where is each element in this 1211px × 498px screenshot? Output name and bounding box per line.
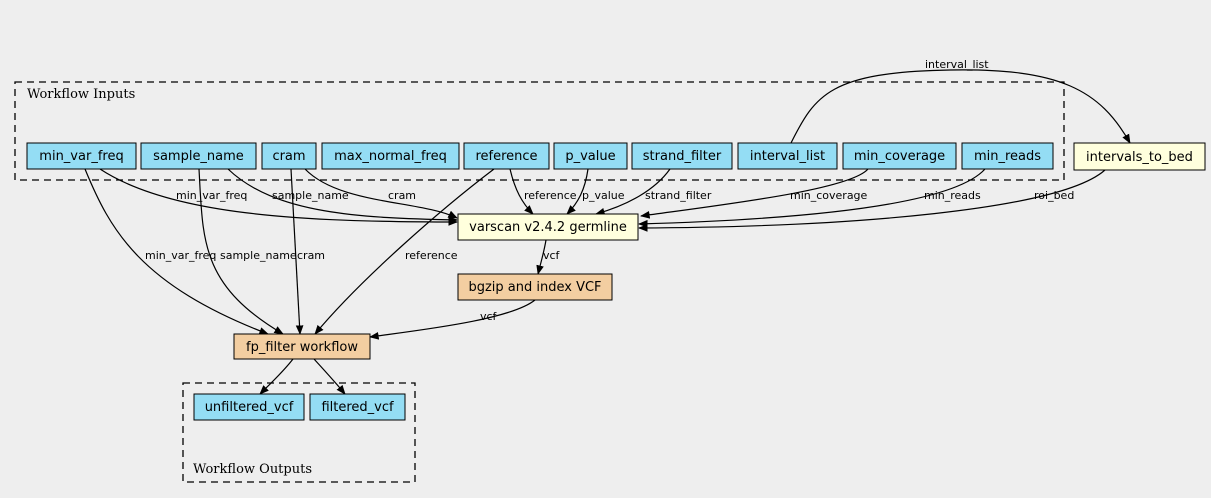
- edge-label-cram-fp: cram: [297, 249, 325, 262]
- node-label: strand_filter: [643, 149, 722, 164]
- edge-label-cram-varscan: cram: [388, 189, 416, 202]
- node-intervals-to-bed[interactable]: intervals_to_bed: [1073, 142, 1206, 171]
- edge-label-strand-filter: strand_filter: [645, 189, 712, 202]
- node-filtered-vcf[interactable]: filtered_vcf: [309, 393, 406, 421]
- edge-label-min-var-freq-fp: min_var_freq: [145, 249, 216, 262]
- workflow-inputs-label: Workflow Inputs: [27, 87, 135, 102]
- edge-min-reads: [638, 168, 986, 228]
- node-label: interval_list: [750, 149, 825, 164]
- edge-interval-list: [790, 69, 1131, 144]
- node-label: varscan v2.4.2 germline: [469, 220, 627, 235]
- edge-label-sample-name-varscan: sample_name: [272, 189, 349, 202]
- edges: interval_list min_var_freq sample_name c…: [84, 58, 1131, 395]
- edge-roi-bed: [638, 169, 1106, 232]
- edge-p-value: [566, 168, 589, 215]
- edge-unfiltered-vcf: [259, 358, 294, 395]
- node-min-var-freq[interactable]: min_var_freq: [26, 142, 137, 170]
- node-min-reads[interactable]: min_reads: [961, 142, 1054, 170]
- node-varscan[interactable]: varscan v2.4.2 germline: [457, 213, 639, 241]
- edge-label-vcf-varscan: vcf: [543, 249, 561, 262]
- node-reference[interactable]: reference: [463, 142, 550, 170]
- edge-label-min-coverage: min_coverage: [790, 189, 868, 202]
- edge-label-reference-varscan: reference: [524, 189, 577, 202]
- edge-label-p-value: p_value: [582, 189, 625, 202]
- node-strand-filter[interactable]: strand_filter: [631, 142, 733, 170]
- node-p-value[interactable]: p_value: [553, 142, 628, 170]
- node-label: bgzip and index VCF: [468, 280, 601, 295]
- edge-filtered-vcf: [313, 358, 346, 395]
- node-label: sample_name: [153, 149, 244, 164]
- node-label: reference: [475, 149, 537, 164]
- node-label: cram: [272, 149, 305, 164]
- edge-sample-name-varscan: [227, 168, 458, 224]
- node-fp-filter[interactable]: fp_filter workflow: [233, 333, 371, 360]
- edge-label-interval-list: interval_list: [925, 58, 989, 71]
- node-interval-list[interactable]: interval_list: [737, 142, 838, 170]
- edge-cram-varscan: [304, 168, 458, 219]
- node-sample-name[interactable]: sample_name: [140, 142, 257, 170]
- edge-label-vcf-bgzip: vcf: [480, 310, 498, 323]
- node-label: max_normal_freq: [334, 149, 447, 164]
- edge-sample-name-fp: [198, 168, 284, 335]
- node-label: min_var_freq: [39, 149, 123, 164]
- edge-min-var-freq-varscan: [99, 168, 458, 226]
- node-unfiltered-vcf[interactable]: unfiltered_vcf: [193, 393, 305, 421]
- edge-reference-varscan: [509, 168, 534, 215]
- edge-vcf-bgzip: [369, 299, 536, 340]
- node-label: fp_filter workflow: [246, 340, 358, 355]
- workflow-outputs-cluster: Workflow Outputs: [182, 382, 416, 483]
- node-label: min_reads: [974, 149, 1041, 164]
- node-max-normal-freq[interactable]: max_normal_freq: [321, 142, 460, 170]
- node-cram[interactable]: cram: [261, 142, 317, 170]
- edge-label-sample-name-fp: sample_name: [220, 249, 297, 262]
- workflow-inputs-cluster: Workflow Inputs: [14, 81, 1065, 181]
- node-label: min_coverage: [854, 149, 945, 164]
- edge-label-roi-bed: roi_bed: [1034, 189, 1074, 202]
- node-bgzip[interactable]: bgzip and index VCF: [457, 273, 613, 301]
- edge-label-min-reads: min_reads: [924, 189, 981, 202]
- edge-min-var-freq-fp: [84, 168, 269, 335]
- node-label: filtered_vcf: [321, 400, 394, 415]
- edge-reference-fp: [314, 168, 495, 335]
- edge-vcf-varscan: [536, 239, 547, 275]
- node-label: p_value: [565, 149, 615, 164]
- edge-min-coverage: [640, 168, 869, 219]
- node-label: intervals_to_bed: [1086, 150, 1193, 165]
- node-label: unfiltered_vcf: [205, 400, 294, 415]
- edge-strand-filter: [595, 168, 671, 216]
- edge-label-reference-fp: reference: [405, 249, 458, 262]
- node-min-coverage[interactable]: min_coverage: [842, 142, 957, 170]
- edge-label-min-var-freq-varscan: min_var_freq: [176, 189, 247, 202]
- workflow-outputs-label: Workflow Outputs: [193, 462, 312, 477]
- edge-cram-fp: [290, 168, 304, 335]
